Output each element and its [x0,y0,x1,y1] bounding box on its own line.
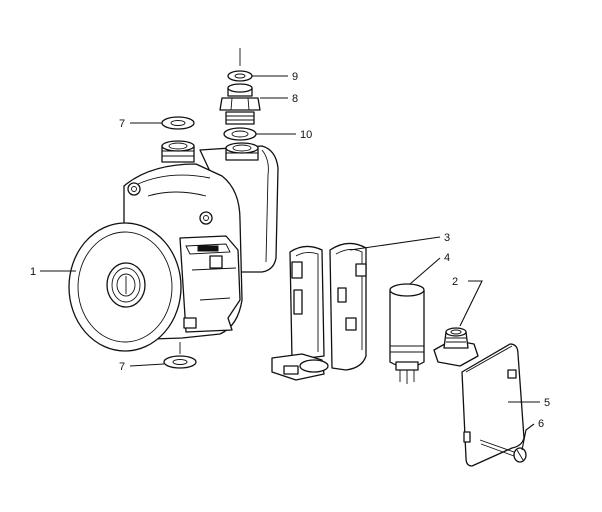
callout-4: 4 [444,252,450,264]
pump-housing [68,140,279,352]
part-10-washer [223,127,257,141]
callout-1: 1 [30,266,36,278]
callout-8: 8 [292,93,298,105]
part-7-washer-bottom [163,342,197,369]
callout-3: 3 [444,232,450,244]
leader-lines [40,75,540,451]
callout-6: 6 [538,418,544,430]
part-3-capacitor-housing [271,242,367,381]
part-7-washer-top [161,116,195,130]
part-4-capacitor [389,283,425,384]
part-8-union-fitting [219,83,261,125]
callout-2: 2 [452,276,458,288]
callout-9: 9 [292,71,298,83]
callout-labels: 1 2 3 4 5 6 7 7 8 9 10 [30,71,550,430]
callout-5: 5 [544,397,550,409]
callout-7-bottom: 7 [119,361,125,373]
callout-10: 10 [300,129,312,141]
part-5-cover-plate [461,343,525,467]
part-2-cable-gland [433,327,479,367]
callout-7-top: 7 [119,118,125,130]
part-6-screw [479,439,527,463]
part-9-washer [227,48,253,82]
